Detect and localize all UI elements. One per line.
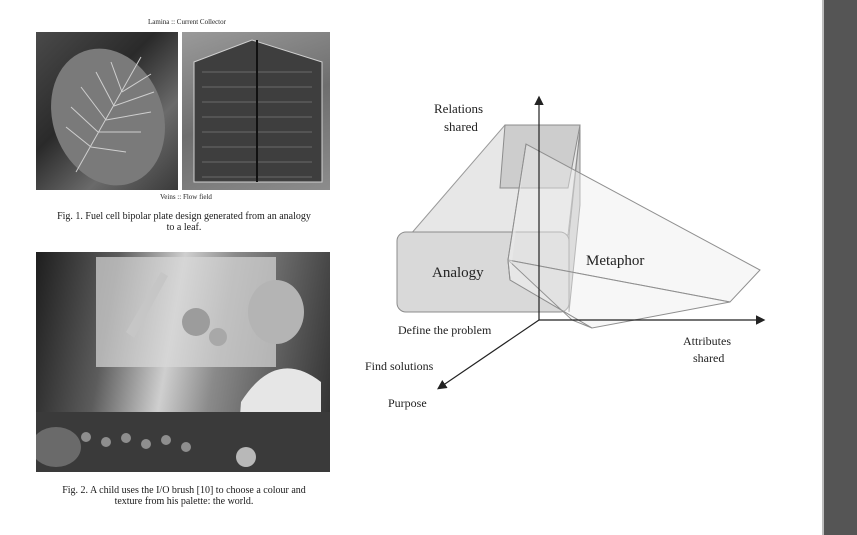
viewer-side-panel bbox=[822, 0, 857, 535]
axis-right-label-line1: Attributes bbox=[683, 334, 731, 348]
analogy-metaphor-diagram: Relations shared Analogy Metaphor Define… bbox=[365, 95, 766, 410]
figure2-caption: Fig. 2. A child uses the I/O brush [10] … bbox=[34, 485, 334, 507]
figure1-caption-line2: to a leaf. bbox=[166, 222, 202, 233]
diagram-axes bbox=[437, 95, 766, 390]
child-io-brush-photo bbox=[36, 252, 330, 472]
metaphor-label: Metaphor bbox=[586, 253, 644, 269]
document-page: Lamina :: Current Collector Veins :: Flo… bbox=[34, 18, 766, 507]
figure2-caption-line2: texture from his palette: the world. bbox=[114, 496, 254, 507]
figure2-caption-line1: Fig. 2. A child uses the I/O brush [10] … bbox=[62, 485, 306, 496]
metaphor-region bbox=[507, 143, 761, 329]
figure1-caption: Fig. 1. Fuel cell bipolar plate design g… bbox=[34, 211, 334, 233]
axis-depth bbox=[437, 319, 540, 390]
analogy-label: Analogy bbox=[432, 265, 484, 281]
leaf-photo bbox=[36, 32, 178, 190]
depth-tick-near-label: Define the problem bbox=[398, 323, 492, 337]
axis-vertical-label-line1: Relations bbox=[434, 101, 483, 116]
analogy-region bbox=[396, 124, 581, 313]
figure1-caption-line1: Fig. 1. Fuel cell bipolar plate design g… bbox=[57, 211, 311, 222]
depth-tick-far-label: Find solutions bbox=[365, 359, 434, 373]
viewer-panel-edge bbox=[822, 0, 824, 535]
axis-right-label-line2: shared bbox=[693, 351, 724, 365]
axis-vertical-label-line2: shared bbox=[444, 119, 478, 134]
axis-depth-label: Purpose bbox=[388, 396, 427, 410]
bipolar-plate-photo bbox=[182, 32, 330, 190]
figure1-top-label: Lamina :: Current Collector bbox=[148, 18, 226, 26]
figure1-bottom-label: Veins :: Flow field bbox=[160, 193, 212, 201]
